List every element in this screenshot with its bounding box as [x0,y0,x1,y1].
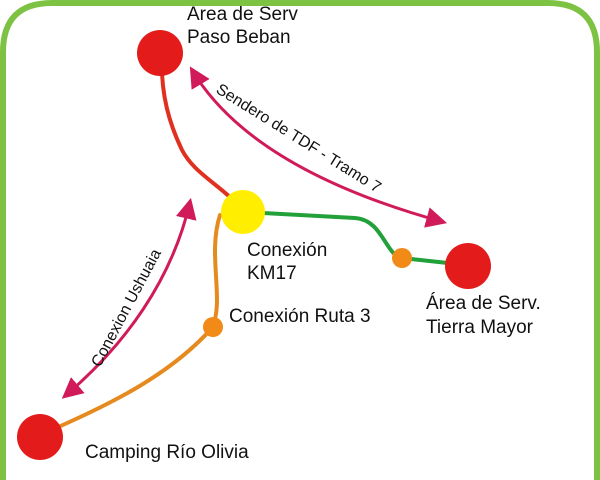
label-conexion-km17-line2: KM17 [247,263,297,284]
label-route-tdf-tramo-7: Sendero de TDF - Tramo 7 [213,81,384,197]
node-conexion-km17 [221,190,265,234]
trail-camping-to-km17 [38,213,222,437]
node-trail-junction [392,248,412,268]
node-camping-rio-olivia [17,414,63,460]
node-tierra-mayor [445,243,491,289]
trail-paso-beban-to-km17 [159,50,244,212]
label-conexion-ruta-3: Conexión Ruta 3 [229,306,371,327]
label-route-conexion-ushuaia: Conexion Ushuaia [89,246,165,370]
label-paso-beban-line1: Area de Serv [187,4,298,25]
label-tierra-mayor-line2: Tierra Mayor [426,317,534,338]
label-conexion-km17-line1: Conexión [247,240,327,261]
route-arrow-conexion-ushuaia [61,197,197,399]
label-paso-beban-line2: Paso Beban [187,27,291,48]
node-paso-beban [137,30,183,76]
node-conexion-ruta-3 [203,317,223,337]
label-camping-rio-olivia: Camping Río Olivia [85,442,249,463]
route-arrow-tdf-tramo-7 [189,66,448,228]
label-tierra-mayor-line1: Área de Serv. [426,293,541,314]
